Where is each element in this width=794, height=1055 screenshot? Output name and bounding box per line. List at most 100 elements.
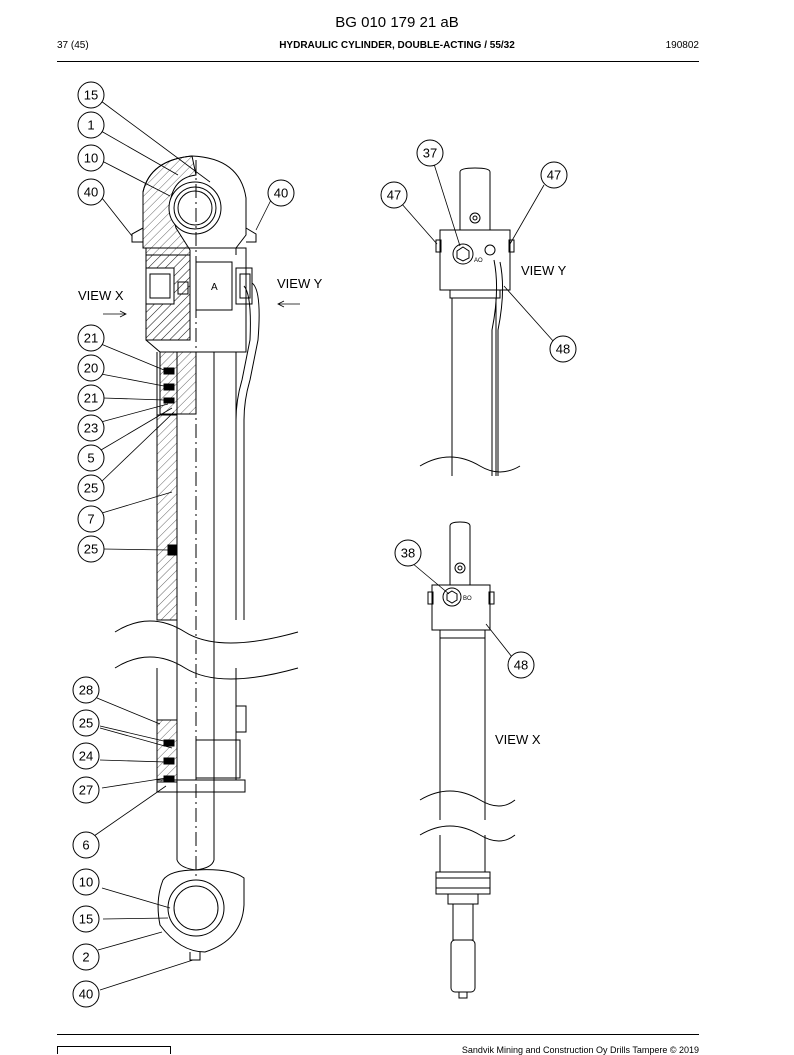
view-y-side-right — [508, 239, 515, 253]
balloon-main: 7 — [77, 505, 105, 533]
balloon-main: 25 — [72, 709, 100, 737]
balloon-main: 25 — [77, 535, 105, 563]
balloon-main: 10 — [72, 868, 100, 896]
balloon-number: 48 — [514, 658, 528, 673]
piston — [195, 739, 241, 779]
view-x-nipple-center — [457, 565, 463, 571]
balloon-number: 5 — [87, 451, 94, 466]
balloon-view-y: 48 — [549, 335, 577, 363]
bottom-eye — [157, 869, 245, 953]
page-title: HYDRAULIC CYLINDER, DOUBLE-ACTING / 55/3… — [0, 40, 794, 51]
balloon-main: 15 — [77, 81, 105, 109]
balloon-circle — [77, 384, 105, 412]
top-bearing-outer — [168, 181, 222, 235]
grease-nipple-left — [131, 227, 144, 243]
balloon-circle — [77, 81, 105, 109]
balloon-view-y: 47 — [540, 161, 568, 189]
view-x-break-bottom — [419, 825, 516, 842]
bottom-bearing-inner — [173, 885, 219, 931]
balloon-number: 21 — [84, 391, 98, 406]
balloon-view-y: 37 — [416, 139, 444, 167]
break-line-top — [114, 620, 299, 644]
end-cap — [156, 779, 246, 793]
port-bo-label: BO — [463, 596, 472, 602]
balloon-circle — [77, 354, 105, 382]
balloon-circle — [394, 539, 422, 567]
balloon-circle — [416, 139, 444, 167]
seal-21b — [163, 397, 175, 404]
view-x-nipple — [454, 562, 466, 574]
balloon-circle — [72, 676, 100, 704]
balloon-number: 2 — [82, 950, 89, 965]
port-a-label: A — [211, 282, 218, 293]
seal-27 — [163, 775, 175, 783]
view-y-label: VIEW Y — [277, 276, 323, 291]
balloon-main: 6 — [72, 831, 100, 859]
seal-21 — [163, 367, 175, 375]
balloon-main: 15 — [72, 905, 100, 933]
company-logo — [57, 1046, 171, 1054]
balloon-circle — [72, 943, 100, 971]
balloon-number: 21 — [84, 331, 98, 346]
view-x-rod-tip — [458, 991, 468, 999]
bottom-bearing-outer — [167, 879, 225, 937]
balloon-circle — [540, 161, 568, 189]
port-y-fitting — [235, 267, 253, 305]
balloon-circle — [77, 535, 105, 563]
port-x-plug — [177, 281, 189, 295]
guide-hatch — [159, 351, 197, 415]
balloon-main: 23 — [77, 414, 105, 442]
balloon-main: 20 — [77, 354, 105, 382]
hydraulic-hose-inner — [235, 285, 251, 421]
balloon-number: 48 — [556, 342, 570, 357]
port-y-nut — [239, 273, 251, 299]
title-main: HYDRAULIC CYLINDER, DOUBLE-ACTING — [279, 40, 482, 51]
seal-20 — [163, 383, 175, 391]
top-bearing-inner — [173, 186, 217, 230]
balloon-number: 40 — [79, 987, 93, 1002]
top-bearing-bore — [177, 190, 213, 226]
balloon-circle — [507, 651, 535, 679]
balloon-main: 25 — [77, 474, 105, 502]
balloon-circle — [380, 181, 408, 209]
port-ao-label: AO — [474, 258, 483, 264]
balloon-circle — [549, 335, 577, 363]
balloon-circle — [77, 111, 105, 139]
balloon-main: 21 — [77, 384, 105, 412]
balloon-number: 37 — [423, 146, 437, 161]
break-line-bottom — [114, 656, 299, 680]
balloon-circle — [72, 905, 100, 933]
view-y-caption: VIEW Y — [521, 263, 567, 278]
view-x-arrow — [103, 310, 127, 318]
view-y-fitting — [484, 244, 496, 256]
view-y-eye — [459, 167, 491, 230]
balloon-number: 25 — [79, 716, 93, 731]
view-y-port — [452, 243, 474, 265]
lower-port — [235, 705, 247, 733]
balloon-circle — [77, 444, 105, 472]
view-y-drawing — [419, 167, 521, 476]
balloon-number: 7 — [87, 512, 94, 527]
balloon-number: 6 — [82, 838, 89, 853]
balloon-number: 47 — [547, 168, 561, 183]
balloon-circle — [77, 474, 105, 502]
view-y-collar — [449, 289, 501, 299]
balloon-circle — [77, 505, 105, 533]
balloon-circle — [77, 144, 105, 172]
balloon-main: 40 — [267, 179, 295, 207]
balloon-view-x: 48 — [507, 651, 535, 679]
balloon-number: 25 — [84, 542, 98, 557]
balloon-circle — [72, 709, 100, 737]
leader-lines — [93, 100, 555, 991]
balloon-main: 2 — [72, 943, 100, 971]
balloon-number: 23 — [84, 421, 98, 436]
balloon-number: 27 — [79, 783, 93, 798]
view-x-collar — [439, 629, 486, 639]
balloon-number: 47 — [387, 188, 401, 203]
balloon-circle — [72, 980, 100, 1008]
balloon-main: 40 — [77, 178, 105, 206]
port-x-nut — [149, 273, 171, 299]
balloon-circle — [72, 831, 100, 859]
view-y-nipple-center — [472, 215, 478, 221]
balloon-circle — [77, 324, 105, 352]
